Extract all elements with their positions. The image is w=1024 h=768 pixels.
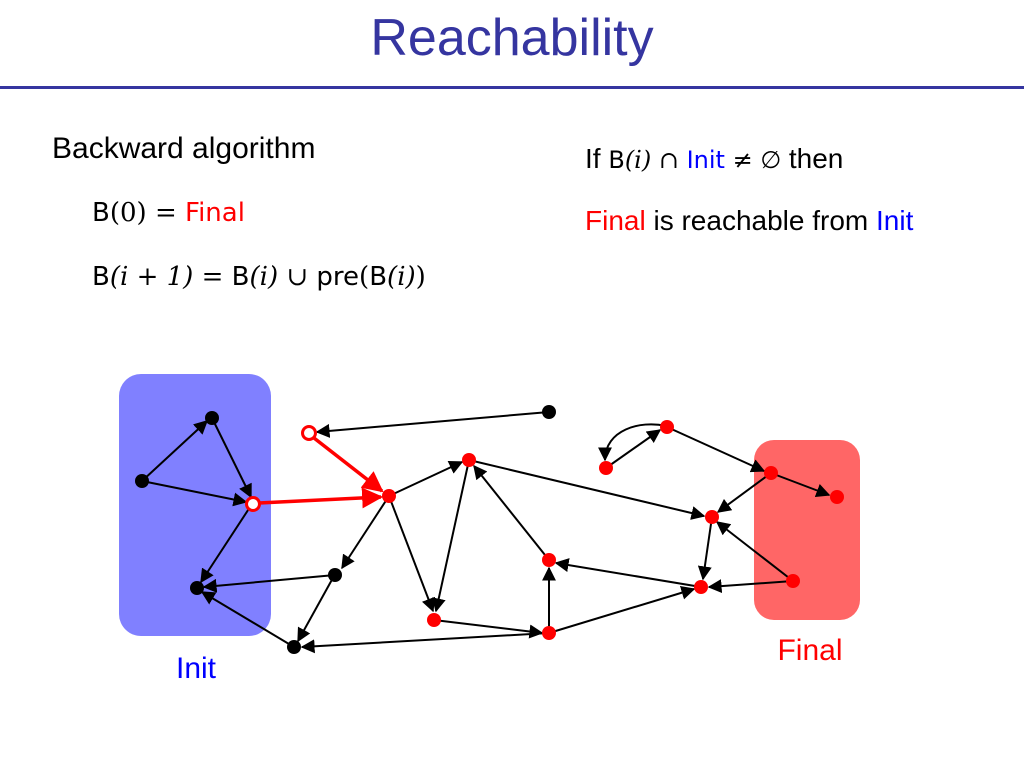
formula-b: B bbox=[92, 198, 110, 228]
formula-final: Final bbox=[185, 198, 245, 228]
graph-edge bbox=[770, 472, 831, 498]
init-region-label: Init bbox=[176, 652, 217, 685]
formula-arg: (i) bbox=[387, 262, 416, 292]
graph-edge bbox=[697, 516, 713, 581]
condition-init: Init bbox=[686, 146, 725, 174]
formula-open: ( bbox=[359, 262, 370, 292]
graph-edge bbox=[200, 591, 295, 648]
graph-node bbox=[705, 510, 719, 524]
formula-arg: (i) bbox=[249, 262, 279, 292]
graph-edge bbox=[388, 460, 464, 497]
condition-cap: ∩ bbox=[651, 146, 687, 174]
graph-node bbox=[786, 574, 800, 588]
title-divider bbox=[0, 86, 1024, 89]
graph-node bbox=[328, 568, 342, 582]
condition-arg: (i) bbox=[624, 146, 652, 174]
conclusion-final: Final bbox=[585, 205, 646, 236]
formula-union: ∪ bbox=[278, 262, 317, 292]
highlight-node bbox=[245, 496, 261, 512]
formula-b: B bbox=[231, 262, 250, 292]
condition-line: If B(i) ∩ Init ≠ ∅ then bbox=[585, 143, 843, 175]
graph-edge bbox=[341, 495, 390, 570]
then-word: then bbox=[788, 143, 844, 174]
graph-node bbox=[382, 489, 396, 503]
conclusion-line: Final is reachable from Init bbox=[585, 205, 913, 237]
formula-arg: (0) bbox=[109, 198, 147, 228]
final-region bbox=[754, 440, 860, 620]
graph-edge bbox=[141, 480, 248, 507]
graph-node bbox=[830, 490, 844, 504]
graph-edge bbox=[548, 585, 696, 634]
formula-eq: = bbox=[193, 262, 232, 292]
graph-node bbox=[135, 474, 149, 488]
graph-node bbox=[542, 405, 556, 419]
graph-edge bbox=[431, 459, 470, 613]
algorithm-heading: Backward algorithm bbox=[52, 132, 316, 165]
highlight-edge bbox=[258, 487, 384, 509]
conclusion-init: Init bbox=[876, 205, 914, 236]
graph-edge bbox=[315, 411, 550, 438]
graph-edge bbox=[666, 426, 766, 473]
graph-edge bbox=[202, 574, 336, 593]
highlight-node bbox=[301, 425, 317, 441]
graph-node bbox=[205, 411, 219, 425]
graph-edge bbox=[141, 420, 209, 482]
graph-node bbox=[660, 420, 674, 434]
graph-node bbox=[694, 580, 708, 594]
conclusion-middle: is reachable from bbox=[645, 205, 877, 236]
highlight-edge bbox=[312, 436, 384, 493]
formula-close: ) bbox=[415, 262, 426, 292]
graph-edge bbox=[598, 423, 667, 462]
graph-edge bbox=[716, 472, 772, 513]
graph-edge bbox=[300, 632, 550, 654]
graph-node bbox=[764, 466, 778, 480]
graph-edge bbox=[433, 619, 544, 639]
formula-pre: pre bbox=[316, 262, 360, 292]
graph-edge bbox=[200, 503, 253, 584]
graph-node bbox=[542, 553, 556, 567]
formula-eq: = bbox=[146, 198, 186, 228]
graph-edge bbox=[605, 429, 662, 469]
condition-math: B(i) ∩ Init ≠ ∅ bbox=[608, 146, 789, 174]
formula-b: B bbox=[92, 262, 110, 292]
graph-edge bbox=[297, 575, 335, 643]
if-word: If bbox=[585, 143, 609, 174]
formula-b: B bbox=[369, 262, 388, 292]
slide-title: Reachability bbox=[370, 9, 654, 67]
graph-edge bbox=[388, 495, 436, 613]
graph-node bbox=[190, 581, 204, 595]
graph-edge bbox=[468, 459, 706, 520]
graph-edge bbox=[707, 579, 794, 594]
init-region bbox=[119, 374, 271, 636]
graph-node bbox=[599, 461, 613, 475]
graph-node bbox=[542, 626, 556, 640]
graph-edge bbox=[211, 417, 252, 499]
formula-arg: (i + 1) bbox=[109, 262, 194, 292]
graph-node bbox=[287, 640, 301, 654]
formula-base-case: B(0) = Final bbox=[92, 198, 245, 228]
final-region-label: Final bbox=[777, 634, 842, 667]
graph-edge bbox=[473, 464, 550, 561]
graph-node bbox=[462, 453, 476, 467]
formula-inductive-step: B(i + 1) = B(i) ∪ pre(B(i)) bbox=[92, 262, 426, 292]
condition-b: B bbox=[608, 146, 625, 174]
condition-neq: ≠ ∅ bbox=[724, 146, 789, 174]
graph-edge bbox=[554, 558, 702, 588]
graph-edge bbox=[715, 521, 794, 582]
graph-node bbox=[427, 613, 441, 627]
